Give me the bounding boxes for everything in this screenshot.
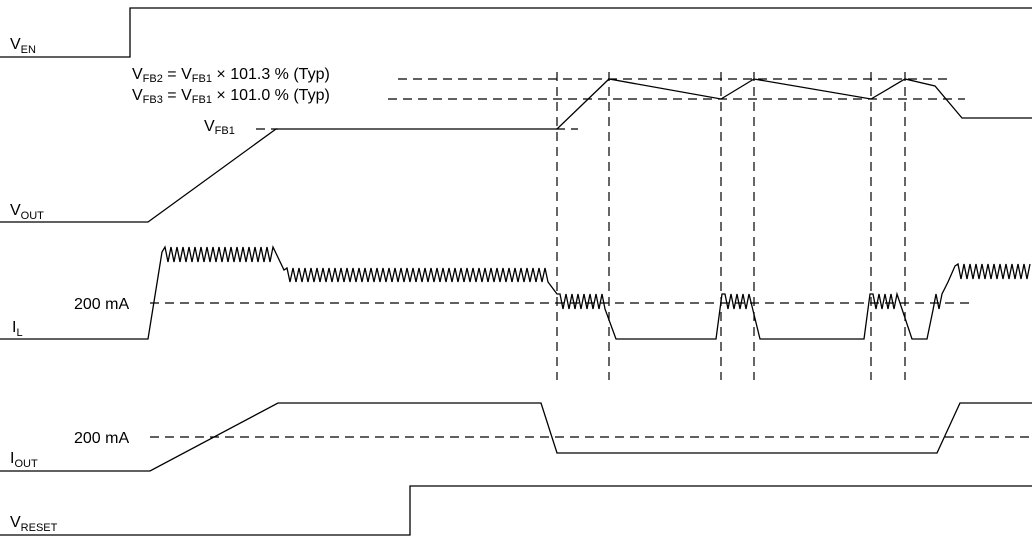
iout-label: IOUT (10, 450, 38, 470)
vreset-waveform (0, 485, 1032, 536)
vout-waveform (0, 78, 1032, 223)
threshold-annotations: VFB2 = VFB1 × 101.3 % (Typ) VFB3 = VFB1 … (74, 66, 330, 447)
il-label: IL (12, 319, 23, 339)
vfb1-annotation: VFB1 (204, 118, 235, 137)
timing-markers (556, 72, 906, 380)
il-waveform (0, 244, 1031, 340)
vreset-label: VRESET (10, 514, 58, 534)
iout-200ma-label: 200 mA (74, 430, 129, 447)
vfb2-annotation: VFB2 = VFB1 × 101.3 % (Typ) (132, 66, 330, 85)
signal-labels: VEN VOUT IL IOUT VRESET (10, 36, 58, 534)
ven-waveform (0, 7, 1032, 58)
ven-label: VEN (10, 36, 36, 56)
vout-label: VOUT (10, 202, 44, 222)
iout-waveform (0, 402, 1032, 472)
waveforms (0, 7, 1032, 536)
vfb3-annotation: VFB3 = VFB1 × 101.0 % (Typ) (132, 87, 330, 106)
il-200ma-label: 200 mA (74, 296, 129, 313)
reference-lines (150, 78, 1032, 438)
